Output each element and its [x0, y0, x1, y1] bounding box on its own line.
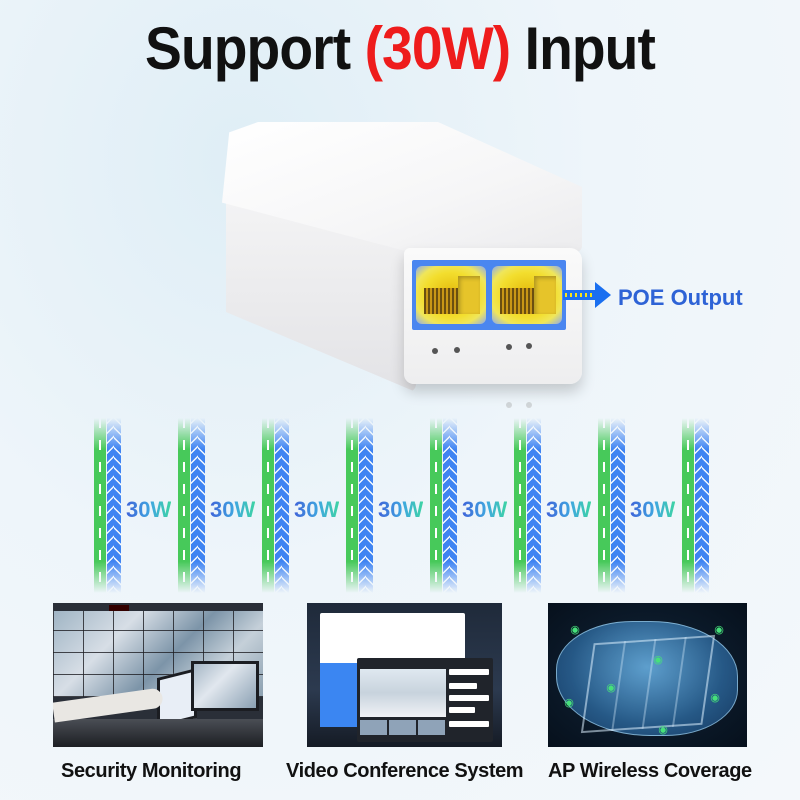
headline-suffix: Input: [510, 15, 656, 82]
wattage-label: 30W: [210, 497, 256, 522]
wifi-icon: ◉: [714, 623, 724, 636]
wattage-label: 30W: [378, 497, 424, 522]
power-lines: [0, 418, 800, 593]
wattage-label: 30W: [546, 497, 592, 522]
arrow-right-icon: [563, 282, 611, 308]
headline-accent: (30W): [364, 15, 512, 82]
power-line-icon: [262, 418, 290, 593]
power-line-icon: [346, 418, 374, 593]
poe-injector-device: [222, 122, 582, 408]
wattage-label: 30W: [126, 497, 172, 522]
wattage-label: 30W: [630, 497, 676, 522]
power-line-icon: [514, 418, 542, 593]
wattage-label: 30W: [462, 497, 508, 522]
wifi-icon: ◉: [564, 696, 574, 709]
poe-output-label: POE Output: [618, 285, 743, 310]
wifi-icon: ◉: [570, 623, 580, 636]
wifi-icon: ◉: [710, 691, 720, 704]
wifi-icon: ◉: [606, 681, 616, 694]
caption-video-conference: Video Conference System: [286, 760, 524, 782]
wattage-label: 30W: [294, 497, 340, 522]
power-line-icon: [598, 418, 626, 593]
power-line-icon: [430, 418, 458, 593]
caption-security-monitoring: Security Monitoring: [61, 760, 242, 782]
port-panel: [412, 260, 566, 330]
ap-wireless-coverage-image: ◉ ◉ ◉ ◉ ◉ ◉ ◉: [548, 603, 747, 747]
power-line-icon: [94, 418, 122, 593]
headline-prefix: Support: [145, 15, 365, 82]
led-indicator: [454, 347, 460, 353]
security-monitoring-image: [53, 603, 263, 747]
headline: Support (30W) Input: [32, 14, 768, 83]
power-line-icon: [682, 418, 710, 593]
rj45-port-1-icon: [416, 266, 486, 324]
rj45-port-2-icon: [492, 266, 562, 324]
wifi-icon: ◉: [653, 653, 663, 666]
power-line-icon: [178, 418, 206, 593]
led-indicator: [506, 344, 512, 350]
caption-ap-wireless-coverage: AP Wireless Coverage: [548, 760, 752, 782]
wifi-icon: ◉: [658, 723, 668, 736]
device-front-panel: [404, 248, 582, 384]
device-reflection: [404, 398, 582, 418]
led-indicator: [432, 348, 438, 354]
led-indicator: [526, 343, 532, 349]
video-conference-image: [307, 603, 502, 747]
